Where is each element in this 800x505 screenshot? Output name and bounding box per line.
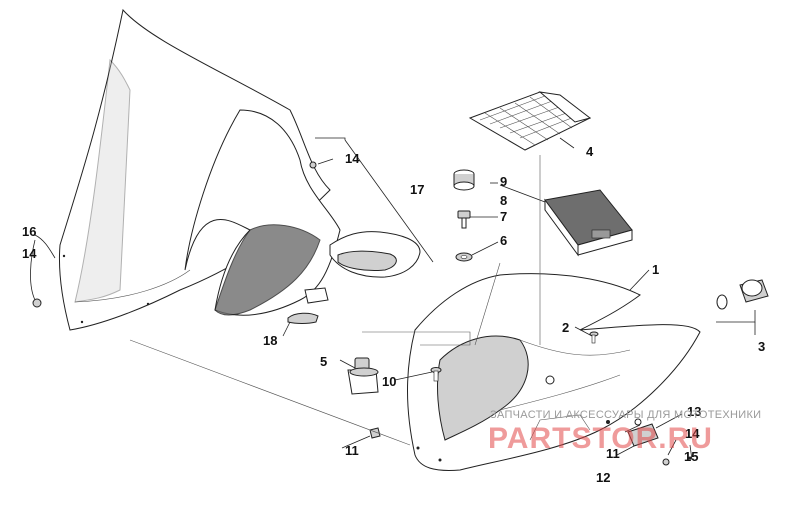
callout-1: 1	[652, 262, 659, 277]
callout-11-right: 11	[606, 446, 620, 461]
callout-8: 8	[500, 193, 507, 208]
seal-ring	[455, 252, 473, 262]
callout-14-right: 14	[685, 426, 700, 441]
fastener-14-top	[309, 161, 317, 169]
watermark-tagline: ЗАПЧАСТИ И АКСЕССУАРЫ ДЛЯ МОТОТЕХНИКИ	[490, 409, 761, 421]
callout-10: 10	[382, 374, 396, 389]
storage-net	[468, 91, 592, 151]
callout-4: 4	[586, 144, 594, 159]
callout-labels: 1 2 3 4 5 6 7 8 9 10 11 11 12 13 14 14 1…	[22, 144, 765, 485]
screw-10	[430, 367, 442, 382]
inner-panel	[184, 109, 341, 316]
callout-18: 18	[263, 333, 277, 348]
callout-9: 9	[500, 174, 507, 189]
callout-2: 2	[562, 320, 569, 335]
callout-14-top: 14	[345, 151, 360, 166]
callout-16: 16	[22, 224, 36, 239]
ignition-key	[457, 210, 471, 229]
watermark-logo: PARTSTOR.RU	[488, 422, 713, 455]
fastener-14-left	[32, 298, 42, 308]
front-fairing	[407, 273, 701, 471]
fastener-11-left	[369, 427, 381, 439]
callout-14-left: 14	[22, 246, 37, 261]
gauge-cap	[453, 169, 475, 191]
screw-2	[589, 331, 599, 344]
callout-13: 13	[687, 404, 701, 419]
callout-11-left: 11	[345, 443, 359, 458]
windshield	[59, 8, 331, 331]
leader-lines	[30, 137, 756, 461]
switch-assembly	[347, 357, 379, 395]
mirror-stem	[287, 287, 329, 324]
callout-3: 3	[758, 339, 765, 354]
callout-5: 5	[320, 354, 327, 369]
instrument-cluster	[544, 189, 633, 257]
callout-12: 12	[596, 470, 610, 485]
callout-6: 6	[500, 233, 507, 248]
callout-15: 15	[684, 449, 698, 464]
callout-17: 17	[410, 182, 424, 197]
bracket-parts	[606, 418, 692, 466]
power-socket	[716, 279, 769, 310]
mirror	[315, 137, 434, 278]
callout-7: 7	[500, 209, 507, 224]
watermark: ЗАПЧАСТИ И АКСЕССУАРЫ ДЛЯ МОТОТЕХНИКИ PA…	[488, 409, 761, 455]
